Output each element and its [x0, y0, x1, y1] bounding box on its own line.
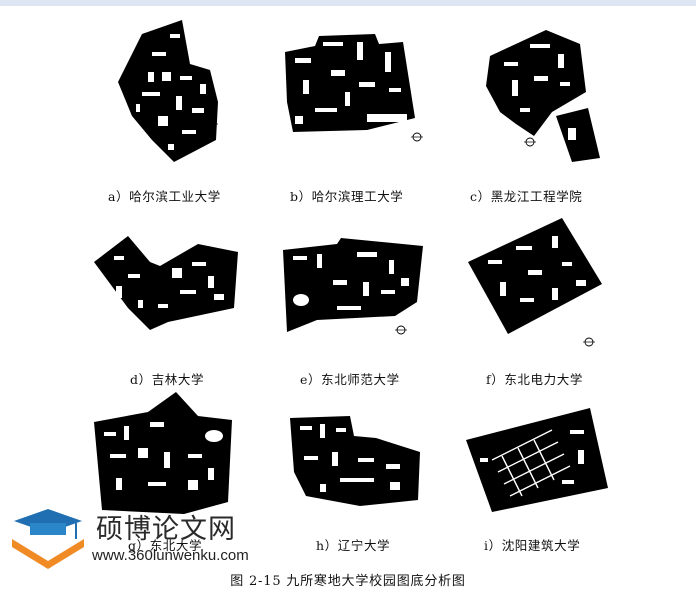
figure-ground-map-c	[460, 16, 610, 166]
figure-caption: 图 2-15 九所寒地大学校园图底分析图	[230, 574, 466, 589]
watermark-url: www.360lunwenku.com	[92, 547, 249, 564]
figure-ground-map-d	[88, 222, 248, 342]
top-highlight-strip	[0, 0, 696, 6]
watermark-site-name: 硕博论文网	[96, 514, 236, 545]
watermark: 硕博论文网 www.360lunwenku.com	[8, 505, 278, 573]
panel-caption-g: g）东北大学	[128, 538, 203, 553]
figure-ground-map-g	[88, 392, 238, 522]
panel-caption-b: b）哈尔滨理工大学	[290, 189, 404, 204]
panel-caption-c: c）黑龙江工程学院	[470, 189, 583, 204]
panel-caption-i: i）沈阳建筑大学	[484, 538, 581, 553]
figure-ground-map-b	[275, 22, 435, 152]
panel-caption-d: d）吉林大学	[130, 372, 205, 387]
panel-caption-e: e）东北师范大学	[300, 372, 400, 387]
figure-ground-map-e	[277, 230, 437, 350]
graduation-cap-logo	[12, 509, 84, 569]
panel-caption-h: h）辽宁大学	[316, 538, 391, 553]
figure-ground-map-a	[112, 12, 232, 172]
panel-caption-a: a）哈尔滨工业大学	[108, 189, 221, 204]
figure-ground-map-h	[280, 412, 440, 522]
figure-ground-map-f	[462, 212, 612, 352]
panel-caption-f: f）东北电力大学	[486, 372, 583, 387]
figure-ground-map-i	[462, 400, 612, 520]
